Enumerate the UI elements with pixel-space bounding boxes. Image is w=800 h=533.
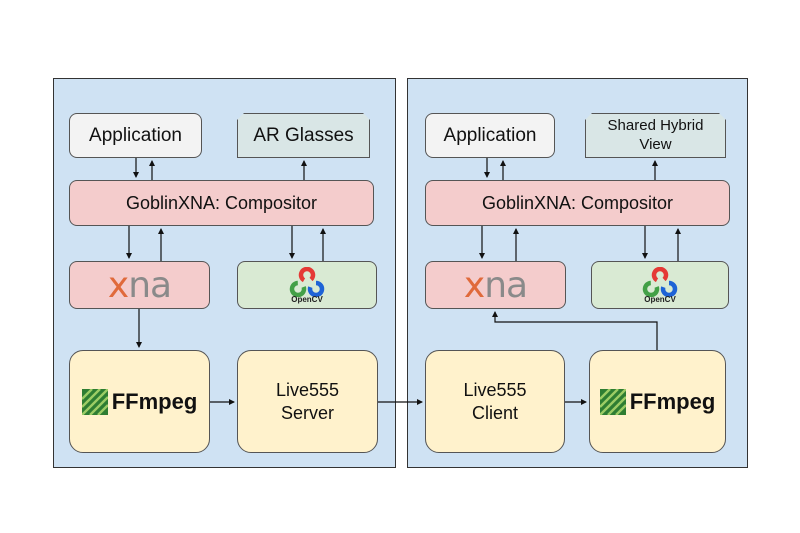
right-output-line2: View xyxy=(639,135,672,153)
left-ffmpeg-label: FFmpeg xyxy=(111,388,198,414)
xna-logo-x: x xyxy=(463,264,485,306)
xna-logo-icon: xna xyxy=(463,264,528,306)
left-live555-line1: Live555 xyxy=(275,380,340,400)
right-ffmpeg-label: FFmpeg xyxy=(629,388,716,414)
right-output-box: Shared Hybrid View xyxy=(585,113,726,158)
right-live555-line2: Client xyxy=(471,402,519,423)
xna-logo-text: na xyxy=(484,264,528,306)
right-live555-box: Live555 Client xyxy=(425,350,565,453)
ffmpeg-logo-icon xyxy=(81,388,108,415)
right-live555-line1: Live555 xyxy=(463,380,527,400)
right-output-line1: Shared Hybrid xyxy=(607,116,704,134)
left-application-label: Application xyxy=(89,124,182,146)
opencv-logo-icon xyxy=(289,266,325,297)
left-output-box: AR Glasses xyxy=(237,113,370,158)
right-opencv-box: OpenCV xyxy=(591,261,729,309)
ffmpeg-logo-icon xyxy=(599,388,626,415)
left-live555-box: Live555 Server xyxy=(237,350,378,453)
left-opencv-box: OpenCV xyxy=(237,261,377,309)
left-output-label: AR Glasses xyxy=(253,124,354,146)
right-application-box: Application xyxy=(425,113,555,158)
left-application-box: Application xyxy=(69,113,202,158)
left-opencv-label: OpenCV xyxy=(291,294,323,304)
right-ffmpeg-to-xna-arrow xyxy=(492,311,658,350)
left-compositor-box: GoblinXNA: Compositor xyxy=(69,180,374,226)
right-opencv-label: OpenCV xyxy=(644,294,676,304)
left-ffmpeg-box: FFmpeg xyxy=(69,350,210,453)
left-live555-line2: Server xyxy=(280,402,334,423)
right-ffmpeg-box: FFmpeg xyxy=(589,350,726,453)
left-compositor-label: GoblinXNA: Compositor xyxy=(125,192,318,213)
left-xna-box: xna xyxy=(69,261,210,309)
xna-logo-x: x xyxy=(107,264,129,306)
opencv-logo-icon xyxy=(642,266,678,297)
xna-logo-text: na xyxy=(128,264,172,306)
right-xna-box: xna xyxy=(425,261,566,309)
right-compositor-label: GoblinXNA: Compositor xyxy=(481,192,674,213)
right-compositor-box: GoblinXNA: Compositor xyxy=(425,180,730,226)
xna-logo-icon: xna xyxy=(107,264,172,306)
right-application-label: Application xyxy=(443,124,537,146)
